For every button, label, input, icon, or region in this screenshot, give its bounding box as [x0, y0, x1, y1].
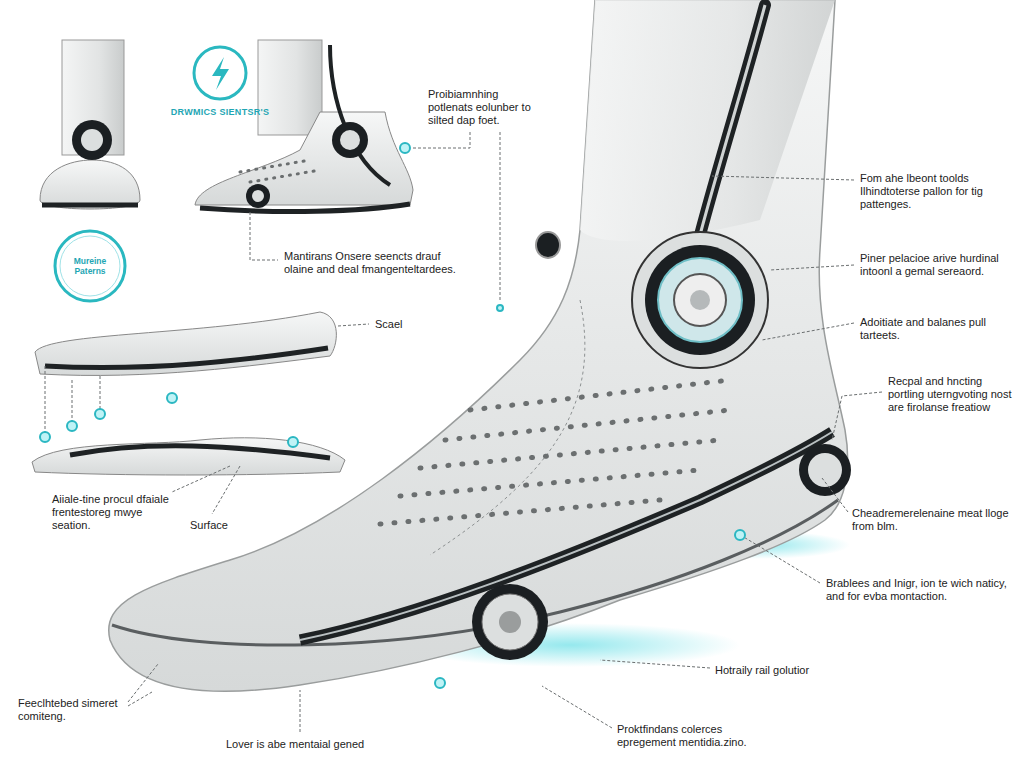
ankle-joint-lens	[658, 258, 742, 342]
perforation-row	[445, 410, 730, 440]
teal-marker	[288, 437, 298, 447]
callout-label: Hotraily rail golutior	[715, 664, 875, 677]
perforation-row	[250, 170, 320, 182]
leader-line	[832, 392, 882, 440]
callout-label: Feeclhtebed simeret comiteng.	[18, 697, 126, 723]
toe-wheel-hub	[482, 594, 538, 650]
mini-boot-side	[195, 112, 413, 205]
leader-line	[128, 692, 152, 706]
perforation-row	[420, 440, 720, 468]
toe-wheel	[472, 584, 548, 660]
leader-line	[770, 265, 854, 270]
badge-inner-ring	[60, 236, 120, 296]
insole-top	[35, 312, 336, 375]
mini-joint	[332, 122, 368, 158]
leg-strut-highlight	[700, 5, 765, 235]
callout-label: Mantirans Onsere seencts drauf olaine an…	[284, 250, 464, 276]
leader-lines	[45, 132, 882, 732]
teal-marker	[735, 530, 745, 540]
leader-line	[128, 664, 158, 702]
callout-label: Brablees and Inigr, ion te wich naticy, …	[826, 577, 1012, 603]
leader-line	[412, 132, 470, 148]
leader-line	[300, 690, 301, 732]
sole-mechanism-highlight	[300, 432, 832, 640]
mini-sole	[42, 203, 138, 208]
leg-strut	[700, 5, 765, 235]
mini-sole	[200, 204, 410, 211]
ankle-joint	[632, 232, 768, 368]
leader-line	[172, 466, 230, 492]
callout-label: Adoitiate and balanes pull tarteets.	[860, 316, 1010, 342]
teal-marker	[400, 143, 410, 153]
ankle-joint-bolt	[690, 290, 710, 310]
callout-label: Aiiale-tine procul dfaiale frentestoreg …	[52, 493, 182, 532]
callout-label: Recpal and hncting portling uterngvoting…	[888, 375, 1014, 414]
mini-strut	[330, 45, 390, 185]
perforation-row	[380, 500, 660, 524]
leader-line	[250, 212, 278, 260]
pattern-badge: Mureine Paterns	[52, 228, 128, 304]
mini-leg	[258, 40, 322, 135]
toe-wheel-bolt	[499, 611, 521, 633]
perforation-row	[240, 160, 310, 172]
insole-bottom	[32, 438, 345, 475]
perforations	[380, 380, 730, 524]
callout-label: Fom ahe lbeont toolds Ilhindtoterse pall…	[860, 172, 1012, 211]
leader-line	[72, 380, 73, 426]
lightning-symbol	[212, 57, 229, 90]
insole-mechanism	[45, 348, 328, 368]
leg-shading	[580, 0, 835, 241]
leader-line	[500, 132, 501, 302]
mini-joint	[72, 120, 112, 160]
badge-circle	[55, 231, 125, 301]
leader-line	[742, 536, 820, 583]
leader-line	[600, 660, 710, 668]
button	[536, 232, 560, 258]
mini-wheel	[246, 184, 270, 208]
leader-line	[822, 478, 848, 512]
mini-perforations	[240, 160, 320, 182]
perforation-row	[470, 380, 730, 410]
sole-mechanism	[300, 432, 832, 640]
callout-label: Proktfindans colerces epregement mentidi…	[617, 723, 772, 749]
teal-marker	[497, 305, 503, 311]
callout-label: Piner pelacioe arive hurdinal intoonl a …	[860, 252, 1010, 278]
callout-label: Scael	[375, 318, 435, 331]
mini-joint-hub	[340, 130, 360, 150]
leader-line	[338, 324, 369, 326]
callout-label: Cheadremerelenaine meat lloge from blm.	[852, 507, 1014, 533]
badge-circle	[194, 47, 246, 99]
heel-wheel	[799, 444, 851, 496]
teal-marker	[95, 409, 105, 419]
leader-line	[712, 176, 854, 180]
mini-joint-hub	[81, 129, 103, 151]
mini-leg	[62, 40, 124, 155]
mini-wheel-hub	[252, 190, 264, 202]
leader-line	[212, 466, 240, 514]
teal-markers	[40, 143, 745, 688]
callout-label: Surface	[190, 519, 260, 532]
teal-marker	[40, 432, 50, 442]
leader-line	[45, 366, 46, 436]
badge-text: Mureine Paterns	[64, 256, 116, 276]
callout-label: Lover is abe mentaial gened	[226, 738, 416, 751]
leader-line	[762, 323, 854, 340]
teal-marker	[167, 393, 177, 403]
ankle-joint-hub	[674, 274, 726, 326]
icon-badge: DRWMICS SIENTSR'S	[150, 45, 290, 127]
callout-label: Proibiamnhing potlenats eolunber to silt…	[428, 88, 546, 127]
mini-boot-front	[40, 160, 140, 209]
teal-marker	[67, 421, 77, 431]
leader-line	[542, 686, 612, 728]
seam	[430, 300, 585, 555]
perforation-row	[400, 470, 700, 496]
badge-caption: DRWMICS SIENTSR'S	[150, 107, 290, 118]
teal-marker	[435, 678, 445, 688]
ankle-joint-ring	[645, 245, 755, 355]
